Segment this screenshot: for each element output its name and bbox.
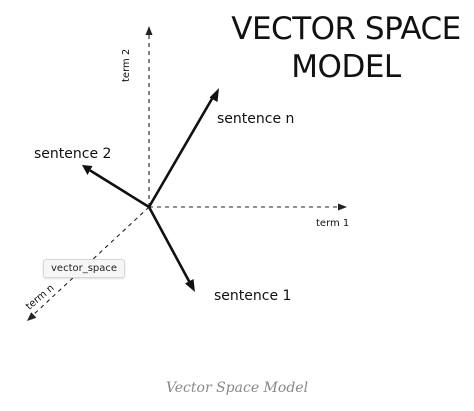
figure-caption: Vector Space Model	[165, 380, 309, 396]
sentence-n-label: sentence n	[217, 111, 295, 127]
sentence-1-label: sentence 1	[214, 288, 292, 304]
term-n-axis	[31, 206, 150, 317]
sentence-1-vector	[147, 205, 192, 285]
term-2-axis-label: term 2	[121, 48, 132, 82]
term-2-axis-arrowhead	[145, 26, 153, 35]
term-1-axis-arrowhead	[338, 203, 347, 211]
term-1-axis-label: term 1	[316, 218, 350, 229]
term-n-axis-arrowhead	[27, 312, 37, 321]
sentence-n-arrowhead	[209, 88, 219, 102]
title-line-1: VECTOR SPACE	[231, 11, 461, 47]
sentence-2-vector	[89, 169, 151, 209]
sentence-2-arrowhead	[82, 165, 93, 175]
title-line-2: MODEL	[291, 49, 401, 85]
sentence-n-vector	[147, 95, 215, 209]
sentence-2-label: sentence 2	[34, 146, 112, 162]
diagram-title: VECTOR SPACE MODEL	[226, 10, 466, 86]
image-alt-tooltip: vector_space	[43, 259, 126, 278]
sentence-1-arrowhead	[185, 279, 195, 292]
